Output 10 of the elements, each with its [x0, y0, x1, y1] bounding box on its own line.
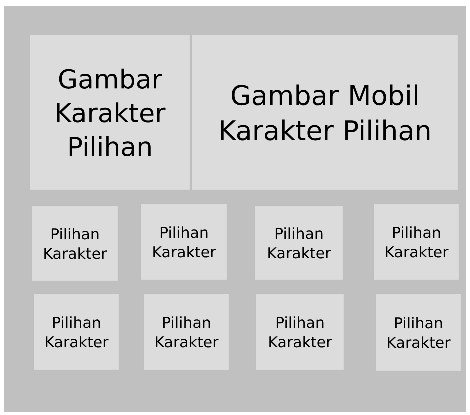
option-tile: Pilihan Karakter: [141, 204, 228, 280]
option-tile: Pilihan Karakter: [144, 294, 230, 370]
option-tile: Pilihan Karakter: [34, 294, 120, 370]
option-tile: Pilihan Karakter: [256, 294, 344, 370]
option-tile: Pilihan Karakter: [376, 294, 462, 372]
option-tile: Pilihan Karakter: [374, 204, 460, 280]
option-tile: Pilihan Karakter: [32, 206, 118, 282]
image-panel: Gambar Karakter Pilihan: [30, 35, 190, 190]
option-tile: Pilihan Karakter: [255, 206, 344, 280]
image-panel: Gambar Mobil Karakter Pilihan: [192, 35, 458, 190]
